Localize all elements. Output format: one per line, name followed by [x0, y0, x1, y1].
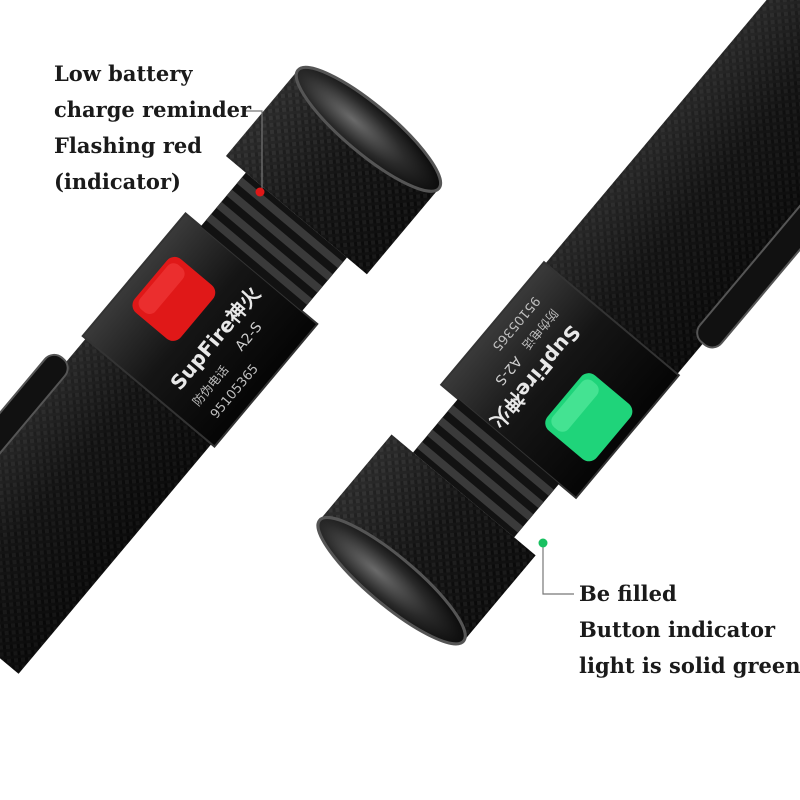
head-bezel — [316, 516, 467, 646]
switch-body — [441, 262, 679, 498]
right-flashlight: SupFire神火 A2-S 防伪电话 95105365 — [316, 0, 800, 646]
green-indicator-dot — [538, 538, 548, 548]
callout-line: Button indicator — [579, 617, 776, 642]
pocket-clip — [696, 108, 800, 349]
callout-line: charge reminder — [54, 97, 252, 122]
low-battery-leader-line — [244, 110, 263, 190]
green-indicator-button — [545, 373, 633, 462]
full-charge-callout: Be filled Button indicator light is soli… — [579, 576, 800, 684]
callout-line: light is solid green — [579, 653, 800, 678]
left-flashlight: SupFire神火 A2-S 防伪电话 95105365 — [0, 65, 443, 674]
callout-line: (indicator) — [54, 169, 181, 194]
callout-line: Be filled — [579, 581, 677, 606]
low-battery-callout: Low battery charge reminder Flashing red… — [54, 56, 251, 200]
callout-line: Low battery — [54, 61, 193, 86]
pocket-clip — [0, 353, 69, 532]
full-charge-leader-line — [542, 545, 574, 595]
red-indicator-button — [132, 256, 216, 341]
head-bezel — [294, 65, 443, 193]
callout-line: Flashing red — [54, 133, 202, 158]
switch-body — [82, 213, 318, 447]
red-indicator-dot — [255, 187, 265, 197]
